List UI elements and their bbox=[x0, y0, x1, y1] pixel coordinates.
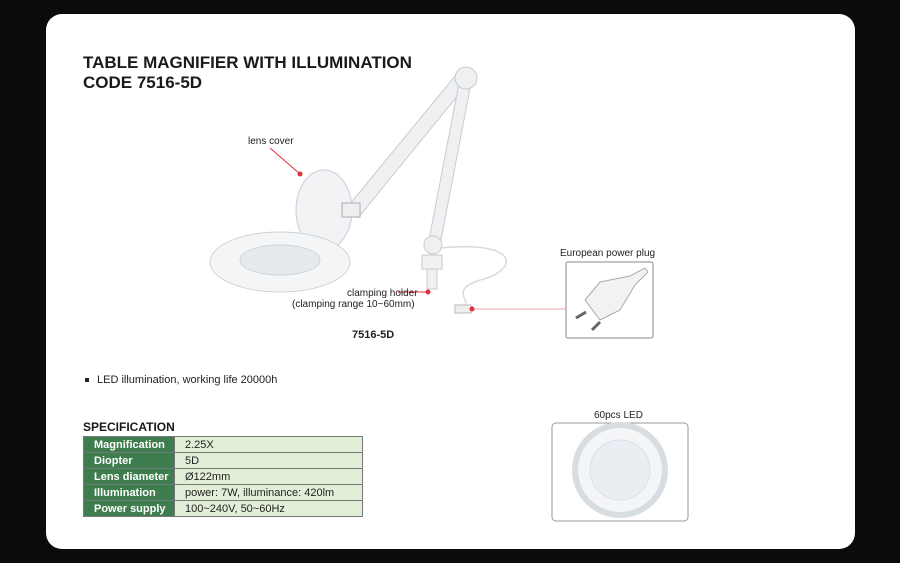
feature-text: LED illumination, working life 20000h bbox=[97, 374, 278, 386]
spec-value: Ø122mm bbox=[174, 468, 363, 485]
spec-key: Lens diameter bbox=[83, 468, 175, 485]
lens-cover-label: lens cover bbox=[248, 136, 294, 147]
clamp bbox=[421, 254, 443, 270]
spec-key: Power supply bbox=[83, 500, 175, 517]
cable bbox=[439, 246, 507, 306]
spec-heading: SPECIFICATION bbox=[83, 420, 175, 434]
led-label: 60pcs LED bbox=[594, 410, 643, 421]
feature-item: LED illumination, working life 20000h bbox=[85, 374, 277, 386]
spec-value: power: 7W, illuminance: 420lm bbox=[174, 484, 363, 501]
model-label: 7516-5D bbox=[352, 329, 395, 341]
spec-key: Diopter bbox=[83, 452, 175, 469]
spec-value: 100~240V, 50~60Hz bbox=[174, 500, 363, 517]
spec-value: 5D bbox=[174, 452, 363, 469]
arm-joint bbox=[454, 66, 478, 90]
spec-key: Magnification bbox=[83, 436, 175, 453]
title-code: CODE 7516-5D bbox=[83, 73, 203, 92]
title-line-1: TABLE MAGNIFIER WITH ILLUMINATION bbox=[83, 53, 412, 72]
spec-value: 2.25X bbox=[174, 436, 363, 453]
clamping-holder-label: clamping holder bbox=[347, 288, 418, 299]
spec-key: Illumination bbox=[83, 484, 175, 501]
plug-small bbox=[454, 304, 472, 314]
page-title: TABLE MAGNIFIER WITH ILLUMINATION CODE 7… bbox=[83, 53, 412, 93]
clamping-range-label: (clamping range 10~60mm) bbox=[292, 299, 415, 310]
power-plug-label: European power plug bbox=[560, 248, 656, 259]
base-joint bbox=[423, 235, 443, 255]
bullet-icon bbox=[85, 378, 89, 383]
